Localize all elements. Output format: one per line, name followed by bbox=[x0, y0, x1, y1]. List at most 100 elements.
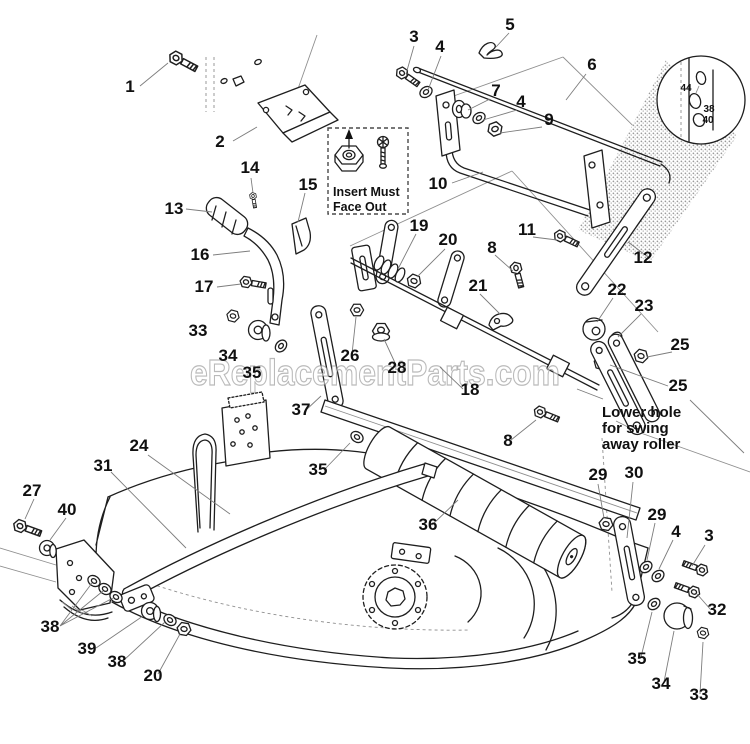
callout-3b: 3 bbox=[704, 526, 713, 545]
callouts: 1 2 3 4 5 6 7 4 9 10 11 12 13 14 15 16 1… bbox=[23, 15, 727, 704]
swing-note-line1: Lower hole bbox=[602, 404, 681, 421]
callout-19: 19 bbox=[410, 216, 429, 235]
nut-33b bbox=[695, 625, 711, 641]
left-bracket bbox=[55, 539, 115, 621]
locknut-icon bbox=[334, 129, 364, 172]
leader-lines bbox=[24, 32, 745, 695]
rod-6 bbox=[412, 66, 671, 184]
callout-24: 24 bbox=[130, 436, 149, 455]
swing-note: Lower hole for swing away roller bbox=[602, 404, 681, 453]
mower-deck bbox=[55, 391, 649, 670]
callout-37: 37 bbox=[292, 400, 311, 419]
inset-label-40: 40 bbox=[702, 115, 714, 126]
callout-22: 22 bbox=[608, 280, 627, 299]
callout-35b: 35 bbox=[309, 460, 328, 479]
callout-36: 36 bbox=[419, 515, 438, 534]
nut-25a bbox=[632, 347, 650, 365]
callout-13: 13 bbox=[165, 199, 184, 218]
bushing-34a bbox=[247, 319, 271, 342]
insert-note-line1: Insert Must bbox=[333, 185, 401, 199]
rod-end-bracket bbox=[351, 244, 377, 292]
callout-35c: 35 bbox=[628, 649, 647, 668]
washer-4c bbox=[649, 567, 667, 585]
callout-25a: 25 bbox=[671, 335, 690, 354]
swing-note-line3: away roller bbox=[602, 436, 681, 453]
callout-10: 10 bbox=[429, 174, 448, 193]
washer-35b bbox=[645, 595, 663, 613]
callout-12: 12 bbox=[634, 248, 653, 267]
clip-21 bbox=[488, 312, 514, 331]
swing-note-line2: for swing bbox=[602, 420, 669, 437]
callout-25b: 25 bbox=[669, 376, 688, 395]
spindle bbox=[362, 564, 428, 630]
callout-4a: 4 bbox=[435, 37, 445, 56]
callout-3a: 3 bbox=[409, 27, 418, 46]
callout-39: 39 bbox=[78, 639, 97, 658]
bolt-27 bbox=[11, 517, 44, 540]
spacer-7 bbox=[451, 99, 472, 119]
bolt-8b bbox=[531, 404, 562, 425]
rod-18 bbox=[350, 257, 600, 391]
callout-32: 32 bbox=[708, 600, 727, 619]
perforated-plate bbox=[221, 391, 271, 467]
callout-8a: 8 bbox=[487, 238, 496, 257]
callout-23: 23 bbox=[635, 296, 654, 315]
callout-15: 15 bbox=[299, 175, 318, 194]
callout-17: 17 bbox=[195, 277, 214, 296]
insert-note-line2: Face Out bbox=[333, 200, 387, 214]
callout-20b: 20 bbox=[144, 666, 163, 685]
washer-4b bbox=[470, 109, 488, 127]
callout-20a: 20 bbox=[439, 230, 458, 249]
callout-14: 14 bbox=[241, 158, 260, 177]
detail-inset: 44 38 40 bbox=[578, 55, 746, 262]
arm-24 bbox=[119, 462, 438, 612]
callout-21: 21 bbox=[469, 276, 488, 295]
washer-35a bbox=[348, 428, 366, 446]
swing-strap-front bbox=[590, 340, 646, 436]
callout-35a: 35 bbox=[243, 363, 262, 382]
callout-40: 40 bbox=[58, 500, 77, 519]
roller-36 bbox=[363, 425, 587, 579]
strap-37 bbox=[310, 305, 344, 409]
spring-19 bbox=[373, 255, 406, 283]
bracket-2 bbox=[257, 84, 339, 143]
callout-31: 31 bbox=[94, 456, 113, 475]
callout-26: 26 bbox=[341, 346, 360, 365]
callout-9: 9 bbox=[544, 110, 553, 129]
callout-7: 7 bbox=[491, 81, 500, 100]
callout-6: 6 bbox=[587, 55, 596, 74]
spacer-40 bbox=[38, 539, 57, 559]
bushing-34b bbox=[663, 602, 694, 630]
bolt-8a bbox=[508, 260, 527, 290]
bolt-17 bbox=[238, 275, 268, 292]
callout-28: 28 bbox=[388, 358, 407, 377]
bracket-30 bbox=[612, 515, 646, 607]
callout-29b: 29 bbox=[648, 505, 667, 524]
callout-34a: 34 bbox=[219, 346, 238, 365]
flange-nut-28 bbox=[371, 322, 391, 342]
lever-16 bbox=[243, 227, 285, 326]
callout-34b: 34 bbox=[652, 674, 671, 693]
nut-26 bbox=[349, 303, 365, 317]
callout-29a: 29 bbox=[589, 465, 608, 484]
nut-33a bbox=[224, 308, 242, 324]
nut-29a bbox=[597, 516, 615, 532]
inset-label-38: 38 bbox=[703, 104, 715, 115]
washer-4a bbox=[417, 83, 435, 101]
callout-2: 2 bbox=[215, 132, 224, 151]
swing-strap-rear bbox=[607, 333, 661, 423]
callout-4b: 4 bbox=[516, 92, 526, 111]
callout-18: 18 bbox=[461, 380, 480, 399]
callout-30: 30 bbox=[625, 463, 644, 482]
callout-1: 1 bbox=[125, 77, 134, 96]
bolt-1 bbox=[166, 48, 200, 75]
strap-12 bbox=[575, 188, 657, 296]
clip-5 bbox=[478, 42, 503, 59]
callout-38b: 38 bbox=[108, 652, 127, 671]
roller-39 bbox=[140, 601, 162, 623]
callout-16: 16 bbox=[191, 245, 210, 264]
inset-label-44: 44 bbox=[680, 83, 692, 94]
callout-27: 27 bbox=[23, 481, 42, 500]
